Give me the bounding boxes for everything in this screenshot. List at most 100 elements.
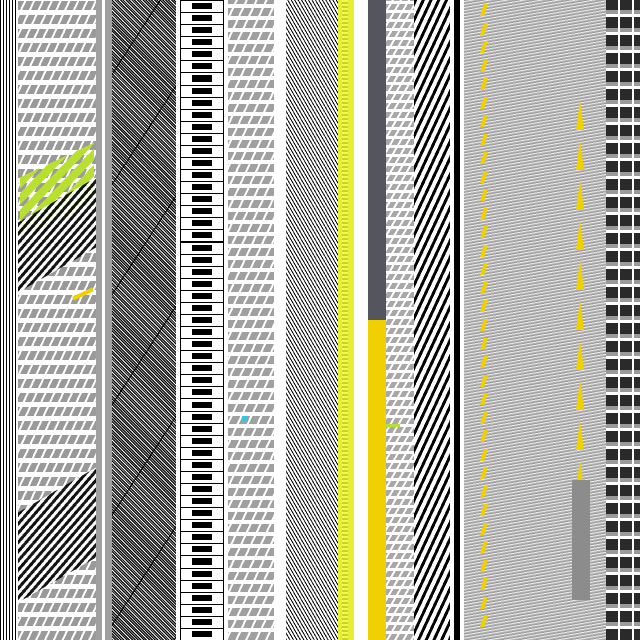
yellow-wedge bbox=[576, 100, 584, 130]
yellow-wedge bbox=[576, 180, 584, 210]
gray-noise-field bbox=[464, 0, 606, 640]
piano-black-key bbox=[192, 3, 212, 10]
yellow-dash bbox=[480, 96, 488, 109]
piano-black-key bbox=[192, 425, 212, 432]
yellow-dash bbox=[480, 226, 488, 239]
yellow-wedge bbox=[576, 340, 584, 370]
yellow-dash bbox=[480, 374, 488, 387]
piano-black-key bbox=[192, 280, 212, 287]
piano-black-key bbox=[192, 172, 212, 179]
yellow-dash bbox=[480, 22, 488, 35]
piano-black-key bbox=[192, 184, 212, 191]
yellow-dash bbox=[480, 170, 488, 183]
level-meter-fill bbox=[368, 320, 386, 640]
diagonal-hatch-column bbox=[286, 0, 338, 640]
gray-dither-column bbox=[228, 0, 274, 640]
piano-black-key bbox=[192, 461, 212, 468]
yellow-wedge bbox=[576, 460, 584, 490]
piano-black-key bbox=[192, 51, 212, 58]
piano-black-key bbox=[192, 99, 212, 106]
checker-column bbox=[606, 0, 640, 640]
piano-black-key bbox=[192, 63, 212, 70]
yellow-dash bbox=[480, 467, 488, 480]
yellow-dash bbox=[480, 356, 488, 369]
piano-black-key bbox=[192, 594, 212, 601]
piano-key-column bbox=[176, 0, 228, 640]
yellow-dash bbox=[480, 281, 488, 294]
yellow-dash bbox=[480, 319, 488, 331]
piano-black-key bbox=[192, 510, 212, 517]
yellow-dash bbox=[480, 244, 488, 257]
yellow-dash bbox=[480, 541, 488, 554]
piano-black-key bbox=[192, 401, 212, 408]
gray-dither-column-2 bbox=[386, 0, 414, 640]
yellow-dash bbox=[480, 448, 488, 461]
piano-black-key bbox=[192, 292, 212, 299]
yellow-dash bbox=[480, 41, 488, 54]
piano-black-key bbox=[192, 365, 212, 372]
yellow-dash bbox=[480, 522, 488, 535]
yellow-dash bbox=[480, 615, 488, 628]
piano-black-key bbox=[192, 244, 212, 251]
piano-black-key bbox=[192, 27, 212, 34]
yellow-dash bbox=[480, 393, 488, 406]
piano-black-key bbox=[192, 329, 212, 336]
yellow-dash bbox=[480, 430, 488, 443]
piano-black-key bbox=[192, 39, 212, 46]
black-rail bbox=[454, 0, 460, 640]
piano-black-key bbox=[192, 630, 212, 637]
yellow-wedge bbox=[576, 380, 584, 410]
piano-black-key bbox=[192, 473, 212, 480]
yellow-dash bbox=[480, 78, 488, 91]
piano-black-key bbox=[192, 618, 212, 625]
yellow-dash bbox=[480, 337, 488, 350]
piano-black-key bbox=[192, 534, 212, 541]
yellow-dash bbox=[480, 152, 488, 165]
yellow-dash bbox=[480, 189, 488, 202]
yellow-dash bbox=[480, 263, 488, 276]
piano-black-key bbox=[192, 546, 212, 553]
piano-black-key bbox=[192, 582, 212, 589]
yellow-stripe-column bbox=[338, 0, 354, 640]
piano-black-key bbox=[192, 606, 212, 613]
yellow-wedge bbox=[576, 300, 584, 330]
piano-black-key bbox=[192, 87, 212, 94]
black-diagonal-column bbox=[414, 0, 450, 640]
gray-smear bbox=[572, 480, 590, 600]
piano-black-key bbox=[192, 389, 212, 396]
yellow-dash bbox=[480, 59, 488, 72]
lime-sliver bbox=[386, 424, 400, 427]
yellow-tick bbox=[72, 287, 94, 301]
piano-black-key bbox=[192, 256, 212, 263]
piano-black-key bbox=[192, 232, 212, 239]
piano-black-key bbox=[192, 123, 212, 130]
black-zigzag-lower bbox=[18, 467, 96, 603]
piano-black-key bbox=[192, 437, 212, 444]
piano-black-key bbox=[192, 522, 212, 529]
piano-black-key bbox=[192, 160, 212, 167]
yellow-wedge bbox=[576, 140, 584, 170]
piano-black-key bbox=[192, 147, 212, 154]
level-meter bbox=[368, 0, 386, 640]
piano-black-key bbox=[192, 304, 212, 311]
piano-black-key bbox=[192, 316, 212, 323]
piano-black-key bbox=[192, 570, 212, 577]
piano-black-key bbox=[192, 486, 212, 493]
yellow-wedge bbox=[576, 220, 584, 250]
yellow-dash bbox=[480, 485, 488, 498]
piano-black-key bbox=[192, 558, 212, 565]
piano-black-key bbox=[192, 111, 212, 118]
gray-hatched-column bbox=[18, 0, 96, 640]
piano-black-key bbox=[192, 413, 212, 420]
yellow-dash bbox=[480, 207, 488, 220]
gray-rail-column bbox=[96, 0, 112, 640]
yellow-dash bbox=[480, 596, 488, 609]
yellow-wedge bbox=[576, 260, 584, 290]
piano-black-key bbox=[192, 498, 212, 505]
yellow-wedge bbox=[576, 420, 584, 450]
noise-column bbox=[112, 0, 176, 640]
piano-black-key bbox=[192, 341, 212, 348]
yellow-dash bbox=[480, 133, 488, 146]
yellow-dash bbox=[480, 504, 488, 517]
